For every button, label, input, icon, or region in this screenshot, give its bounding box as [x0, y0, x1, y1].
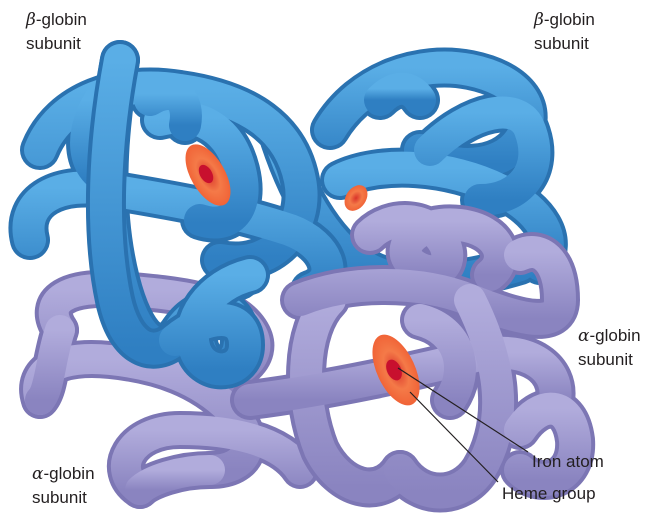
heme-group-label: Heme group	[502, 484, 596, 504]
alpha-globin-label-left: α-globin subunit	[32, 462, 95, 510]
alpha-symbol: α	[578, 326, 589, 346]
beta-symbol: β	[26, 10, 36, 30]
beta-symbol: β	[534, 10, 544, 30]
beta-globin-label-right: β-globin subunit	[534, 8, 595, 56]
alpha-globin-label-right: α-globin subunit	[578, 324, 641, 372]
alpha-symbol: α	[32, 464, 43, 484]
iron-atom-label: Iron atom	[532, 452, 604, 472]
beta-globin-label-left: β-globin subunit	[26, 8, 87, 56]
